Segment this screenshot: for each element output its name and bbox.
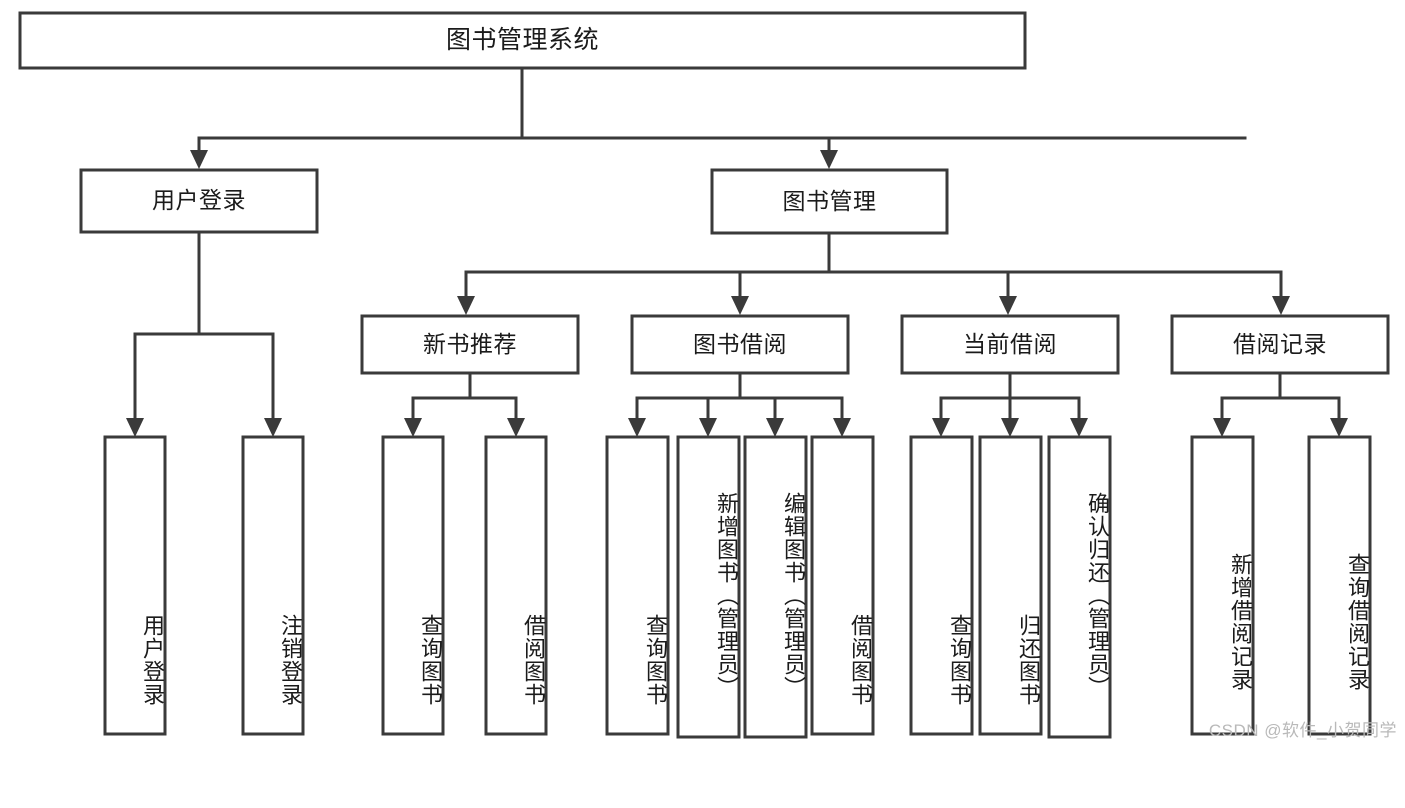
node-borrow-record[interactable] [1170,314,1390,375]
leaf-borrow-record-1[interactable] [1307,435,1372,736]
node-book-management[interactable] [710,168,949,235]
leaf-book-borrow-3[interactable] [810,435,875,736]
node-new-book-recommend[interactable] [360,314,580,375]
connector-bookborrow-to-leaves [628,371,851,437]
leaf-user-login-1[interactable] [241,435,305,736]
connector-bookmgmt-to-level3 [457,231,1290,315]
node-root[interactable] [18,11,1027,70]
node-book-borrow[interactable] [630,314,850,375]
connector-borrowrecord-to-leaves [1213,371,1348,437]
node-current-borrow[interactable] [900,314,1120,375]
leaf-new-book-0[interactable] [381,435,445,736]
leaf-current-borrow-1[interactable] [978,435,1043,736]
hierarchy-diagram: 图书管理系统 用户登录 图书管理 新书推荐 图书借阅 当前借阅 借阅记录 用户登… [18,11,1397,740]
leaf-user-login-0[interactable] [103,435,167,736]
leaf-book-borrow-1[interactable] [676,435,741,739]
diagram-canvas [18,11,1390,739]
connector-userlogin-to-leaves [126,230,282,437]
leaf-book-borrow-0[interactable] [605,435,670,736]
connector-newbook-to-leaves [404,371,525,437]
connector-root-to-level2 [190,66,1247,169]
connector-currentborrow-to-leaves [932,371,1088,437]
leaf-current-borrow-0[interactable] [909,435,974,736]
leaf-book-borrow-2[interactable] [743,435,808,739]
node-user-login[interactable] [79,168,319,234]
leaf-current-borrow-2[interactable] [1047,435,1112,739]
leaf-borrow-record-0[interactable] [1190,435,1255,736]
leaf-new-book-1[interactable] [484,435,548,736]
